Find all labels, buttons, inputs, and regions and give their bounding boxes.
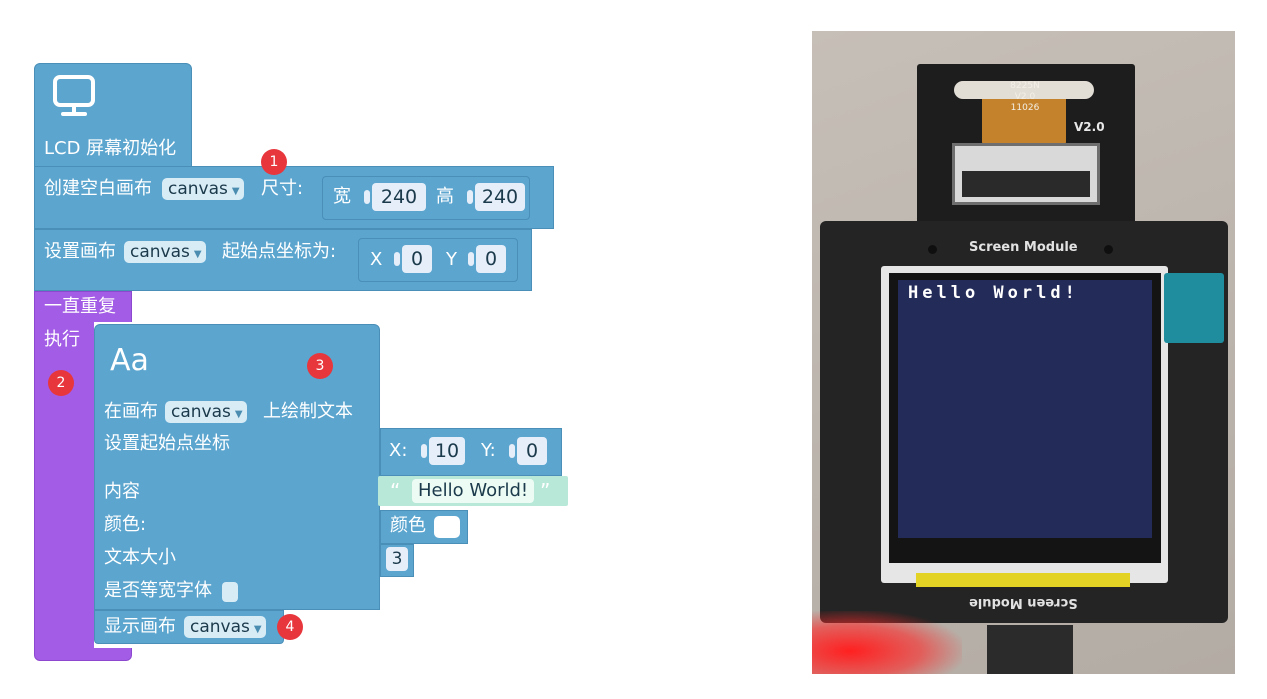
text-origin-label: 设置起始点坐标 [104,433,230,454]
text-y-input[interactable]: 0 [517,437,547,465]
lcd-screen [898,280,1152,538]
show-canvas-prefix: 显示画布 [104,616,176,637]
text-size-label: 文本大小 [104,547,176,568]
text-y-label: Y: [481,440,496,461]
chevron-down-icon: ▼ [193,249,202,260]
module-label-bottom: Screen Module [969,595,1078,610]
canvas-dropdown-3[interactable]: canvas▼ [165,401,247,423]
height-input[interactable]: 240 [475,183,525,211]
canvas-dropdown-1[interactable]: canvas▼ [162,178,244,200]
text-size-input[interactable]: 3 [386,547,408,571]
lcd-init-label: LCD 屏幕初始化 [44,138,177,159]
step-badge-2: 2 [48,370,74,396]
text-icon: Aa [110,343,149,378]
canvas-dropdown-4[interactable]: canvas▼ [184,616,266,638]
color-block-label: 颜色 [390,515,426,536]
led-glow [812,611,962,674]
origin-y-label: Y [446,249,457,270]
lcd-init-block[interactable] [34,63,192,167]
content-label: 内容 [104,481,140,502]
height-label: 高 [436,186,454,207]
width-label: 宽 [333,186,351,207]
canvas-dropdown-2[interactable]: canvas▼ [124,241,206,263]
step-badge-3: 3 [307,353,333,379]
origin-x-input[interactable]: 0 [402,245,432,273]
module-label: Screen Module [969,240,1078,255]
size-label: 尺寸: [261,178,304,199]
loop-label: 一直重复 [44,296,116,317]
chevron-down-icon: ▼ [231,186,240,197]
content-input[interactable]: Hello World! [412,479,535,503]
open-quote-icon: “ [390,479,401,503]
chevron-down-icon: ▼ [234,409,243,420]
draw-text-suffix: 上绘制文本 [263,401,353,422]
lcd-hello-text: Hello World! [908,283,1079,303]
chevron-down-icon: ▼ [253,624,262,635]
close-quote-icon: ” [540,479,551,503]
step-badge-1: 1 [261,149,287,175]
color-label: 颜色: [104,514,147,535]
version-label: V2.0 [1074,120,1105,134]
usb-cable [987,625,1073,674]
create-canvas-label: 创建空白画布 [44,178,152,199]
origin-y-input[interactable]: 0 [476,245,506,273]
set-origin-prefix: 设置画布 [44,241,116,262]
text-x-label: X: [389,440,408,461]
step-badge-4: 4 [277,614,303,640]
protective-film-tab [1164,273,1224,343]
set-origin-suffix: 起始点坐标为: [222,241,337,262]
width-input[interactable]: 240 [372,183,426,211]
string-block[interactable]: “ Hello World! ” [378,476,568,506]
monitor-icon [52,74,96,118]
draw-text-prefix: 在画布 [104,401,158,422]
draw-text-block[interactable] [94,324,380,610]
origin-x-label: X [370,249,383,270]
monospace-checkbox[interactable] [222,582,238,602]
text-x-input[interactable]: 10 [429,437,465,465]
lcd-backlight [916,573,1130,587]
monospace-label: 是否等宽字体 [104,580,212,601]
color-swatch[interactable] [434,516,460,538]
loop-do-label: 执行 [44,329,80,350]
